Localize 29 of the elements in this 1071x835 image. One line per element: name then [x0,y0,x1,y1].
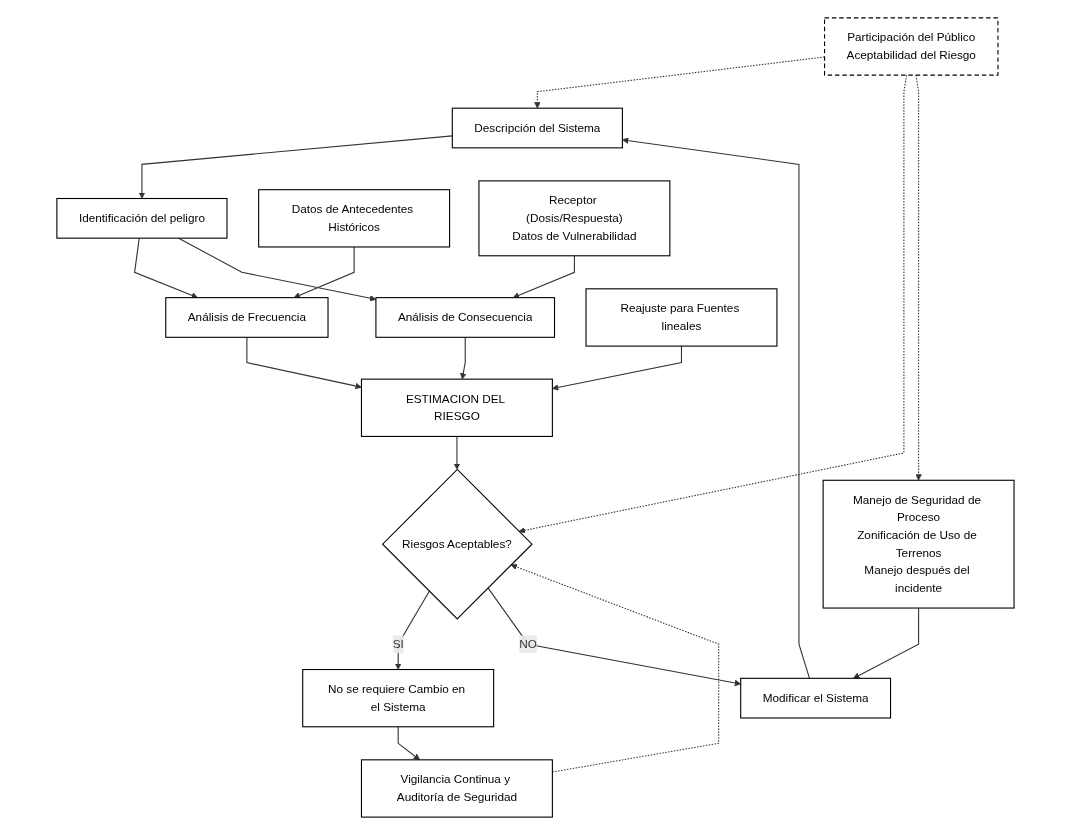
arrow [397,726,420,761]
arrow [510,563,720,773]
node-box: Análisis de Frecuencia [165,297,329,338]
arrow [395,590,430,670]
arrow [246,336,362,390]
edge-label: SI [392,637,404,651]
arrow [138,135,453,199]
arrow [552,345,683,391]
node-box: Modificar el Sistema [740,677,892,719]
arrow [134,237,198,299]
node-box: Vigilancia Continua y Auditoría de Seguridad [360,759,553,818]
node-box: No se requiere Cambio en el Sistema [302,668,495,728]
node-box: Identificación del peligro [56,197,228,239]
node-box: Receptor (Dosis/Respuesta) Datos de Vulnerabilidad [478,180,671,257]
node-box: Descripción del Sistema [451,107,623,149]
arrow [460,336,467,380]
arrow [622,137,811,679]
node-diamond: Riesgos Aceptables? [381,468,533,620]
node-box: Análisis de Consecuencia [375,297,556,338]
node-box: Manejo de Seguridad de Proceso Zonificación de Uso de Terrenos Manejo después del incidente [822,479,1015,609]
arrow [293,246,355,299]
arrow [453,435,461,470]
arrow [853,607,920,679]
node-box: Reajuste para Fuentes lineales [585,288,778,347]
edge-label: NO [519,637,537,651]
arrow [512,255,575,299]
node-box: Participación del Público Aceptabilidad del Riesgo [824,17,999,76]
node-box: Datos de Antecedentes Históricos [258,189,451,248]
node-box: ESTIMACION DEL RIESGO [360,378,553,437]
